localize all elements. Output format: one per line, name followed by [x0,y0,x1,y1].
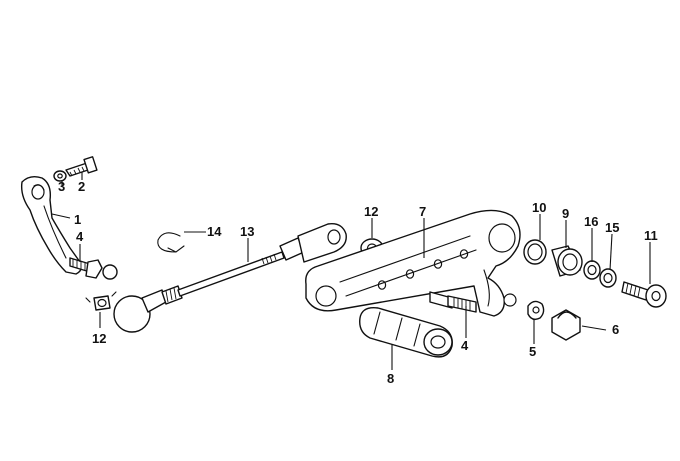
washer-part-3 [53,170,67,182]
leader-lines [51,172,651,370]
washer-part-16 [583,260,601,280]
acorn-nut-part-6 [551,309,581,341]
callout-9: 9 [562,206,569,221]
linkage-rod-part-13 [113,223,347,333]
stud-part-4-right [429,291,477,313]
callout-12-right: 12 [364,204,378,219]
callout-6: 6 [612,322,619,337]
callout-13: 13 [240,224,254,239]
pivot-bolt-part-11 [621,281,667,308]
pedal-arm-part-7 [305,209,521,317]
bolt-part-2 [65,156,98,177]
callout-3: 3 [58,179,65,194]
spring-clip-part-14 [157,232,185,253]
callout-14: 14 [207,224,222,239]
shift-lever-part-1 [20,175,83,275]
footpeg-rubber-part-8 [359,307,453,358]
bushing-part-12-left [85,291,117,311]
callout-15: 15 [605,220,619,235]
callout-7: 7 [419,204,426,219]
bearing-sleeve-part-9 [551,245,583,277]
callout-1: 1 [74,212,81,227]
callout-5: 5 [529,344,536,359]
ball-stud-part-4-left [69,257,118,280]
o-ring-part-10 [523,239,547,265]
callout-4-right: 4 [461,338,469,353]
washer-part-15 [599,268,617,288]
callout-8: 8 [387,371,394,386]
callout-2: 2 [78,179,85,194]
callout-11: 11 [644,228,658,243]
callout-16: 16 [584,214,598,229]
callout-4-left: 4 [76,229,84,244]
callout-10: 10 [532,200,546,215]
lock-washer-part-5 [527,300,545,321]
callout-12-left: 12 [92,331,106,346]
